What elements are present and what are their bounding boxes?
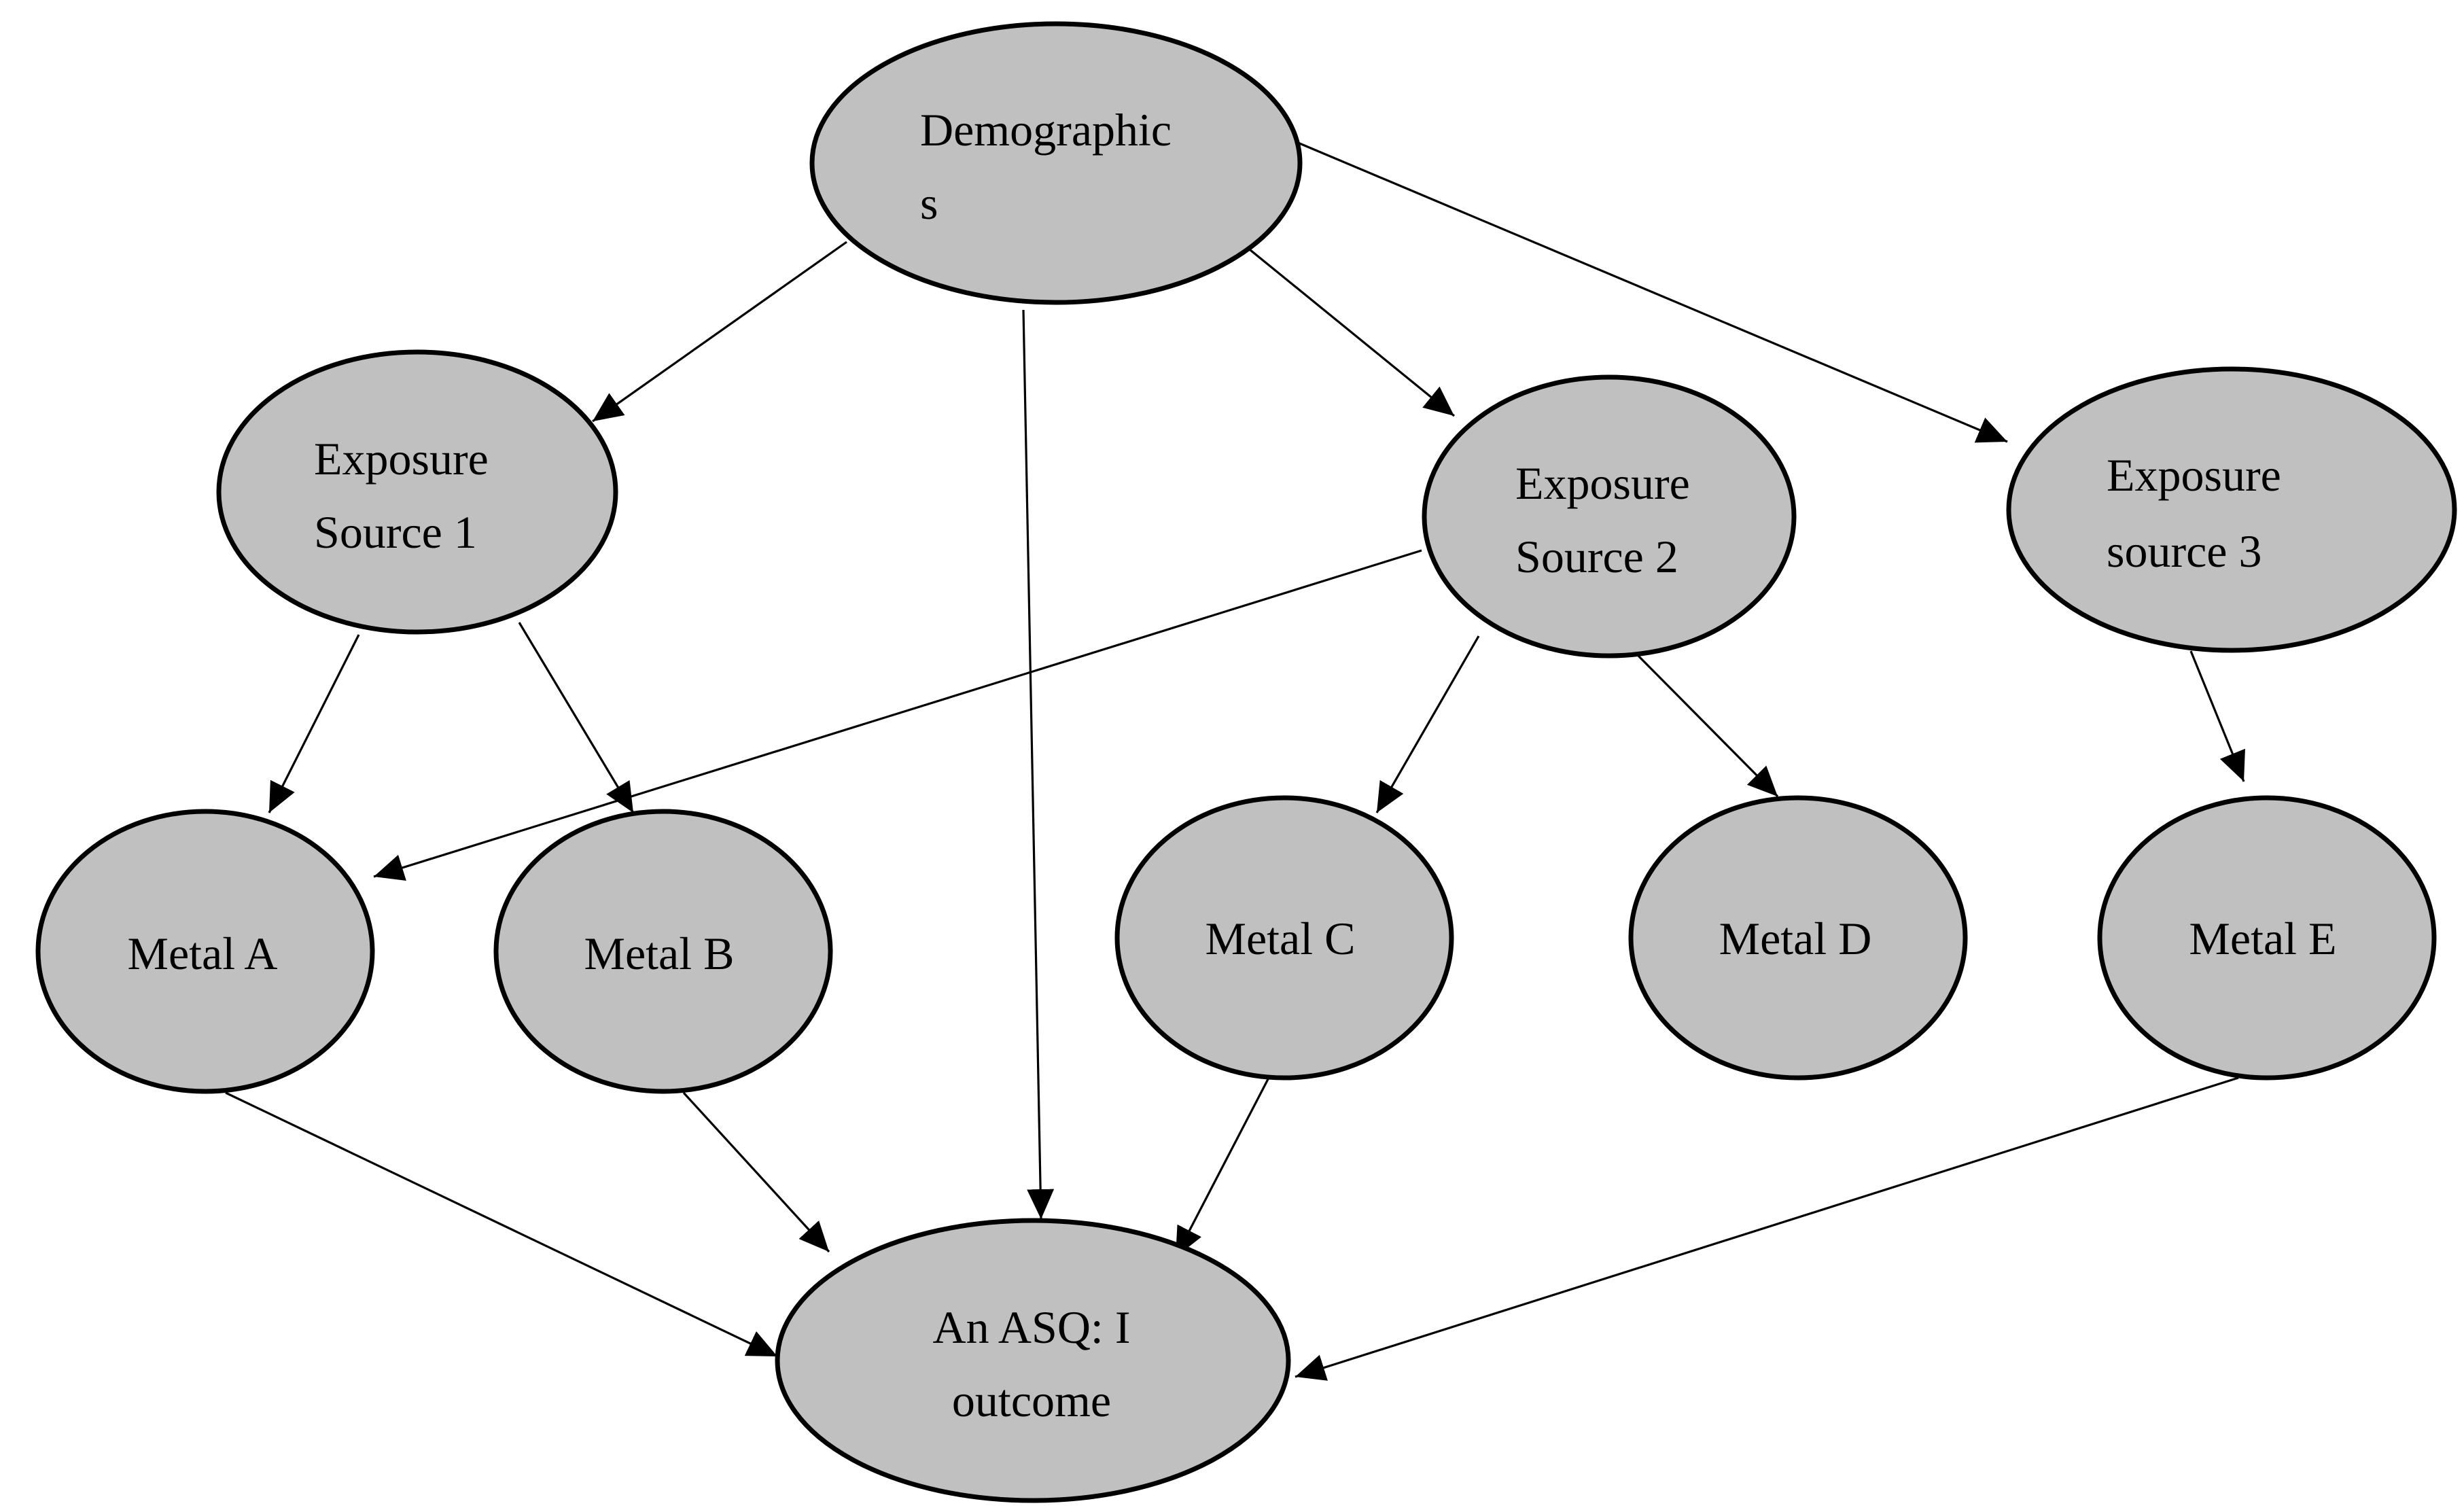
node-label-metal-d: Metal D (1719, 913, 1872, 964)
node-ellipse-metal-d (1628, 795, 1968, 1081)
node-label-exposure-source-3: source 3 (2107, 525, 2261, 577)
edge-exposure-source-2-to-metal-d (1631, 648, 1779, 798)
edge-exposure-source-2-to-metal-a (373, 549, 1422, 881)
edge-exposure-source-1-to-metal-b (518, 622, 635, 813)
node-metal-e: Metal E (2097, 795, 2437, 1081)
node-label-metal-e: Metal E (2189, 913, 2336, 964)
node-label-metal-b: Metal B (584, 928, 735, 979)
node-ellipse-demographics (809, 21, 1303, 305)
node-ellipse-exposure-source-3 (2006, 366, 2457, 653)
node-label-metal-c: Metal C (1205, 913, 1356, 964)
edge-metal-c-to-outcome (1174, 1078, 1269, 1258)
node-ellipse-metal-c (1114, 795, 1454, 1081)
edge-demographics-to-outcome (1022, 309, 1055, 1220)
node-ellipse-metal-e (2097, 795, 2437, 1081)
edge-exposure-source-3-to-metal-e (2189, 650, 2245, 782)
edge-demographics-to-exposure-source-2 (1249, 249, 1456, 417)
edge-metal-e-to-outcome (1295, 1076, 2239, 1381)
node-label-exposure-source-3: Exposure (2107, 449, 2281, 501)
node-ellipse-exposure-source-2 (1422, 374, 1797, 659)
node-label-exposure-source-1: Source 1 (314, 506, 477, 558)
node-label-outcome: outcome (952, 1375, 1111, 1426)
node-ellipse-metal-b (493, 809, 833, 1094)
edge-demographics-to-exposure-source-1 (592, 241, 847, 423)
node-label-exposure-source-1: Exposure (314, 433, 489, 485)
node-label-demographics: s (920, 177, 938, 229)
node-exposure-source-3: Exposure source 3 (2006, 366, 2457, 653)
node-ellipse-metal-a (35, 809, 375, 1094)
node-demographics: Demographic s (809, 21, 1303, 305)
edge-metal-a-to-outcome (225, 1091, 778, 1358)
node-ellipse-exposure-source-1 (216, 349, 618, 635)
node-metal-b: Metal B (493, 809, 833, 1094)
node-label-outcome: An ASQ: I (933, 1301, 1131, 1353)
edge-demographics-to-exposure-source-3 (1297, 141, 2008, 443)
edge-exposure-source-1-to-metal-a (268, 634, 360, 813)
node-label-exposure-source-2: Source 2 (1515, 531, 1678, 582)
edge-metal-b-to-outcome (682, 1091, 830, 1253)
node-metal-a: Metal A (35, 809, 375, 1094)
edge-exposure-source-2-to-metal-c (1375, 635, 1480, 813)
node-label-demographics: Demographic (920, 104, 1172, 156)
edges-layer (225, 141, 2245, 1381)
node-ellipse-outcome (775, 1218, 1291, 1503)
node-metal-c: Metal C (1114, 795, 1454, 1081)
node-label-metal-a: Metal A (128, 928, 278, 979)
node-outcome: An ASQ: I outcome (775, 1218, 1291, 1503)
node-metal-d: Metal D (1628, 795, 1968, 1081)
node-label-exposure-source-2: Exposure (1515, 457, 1690, 509)
